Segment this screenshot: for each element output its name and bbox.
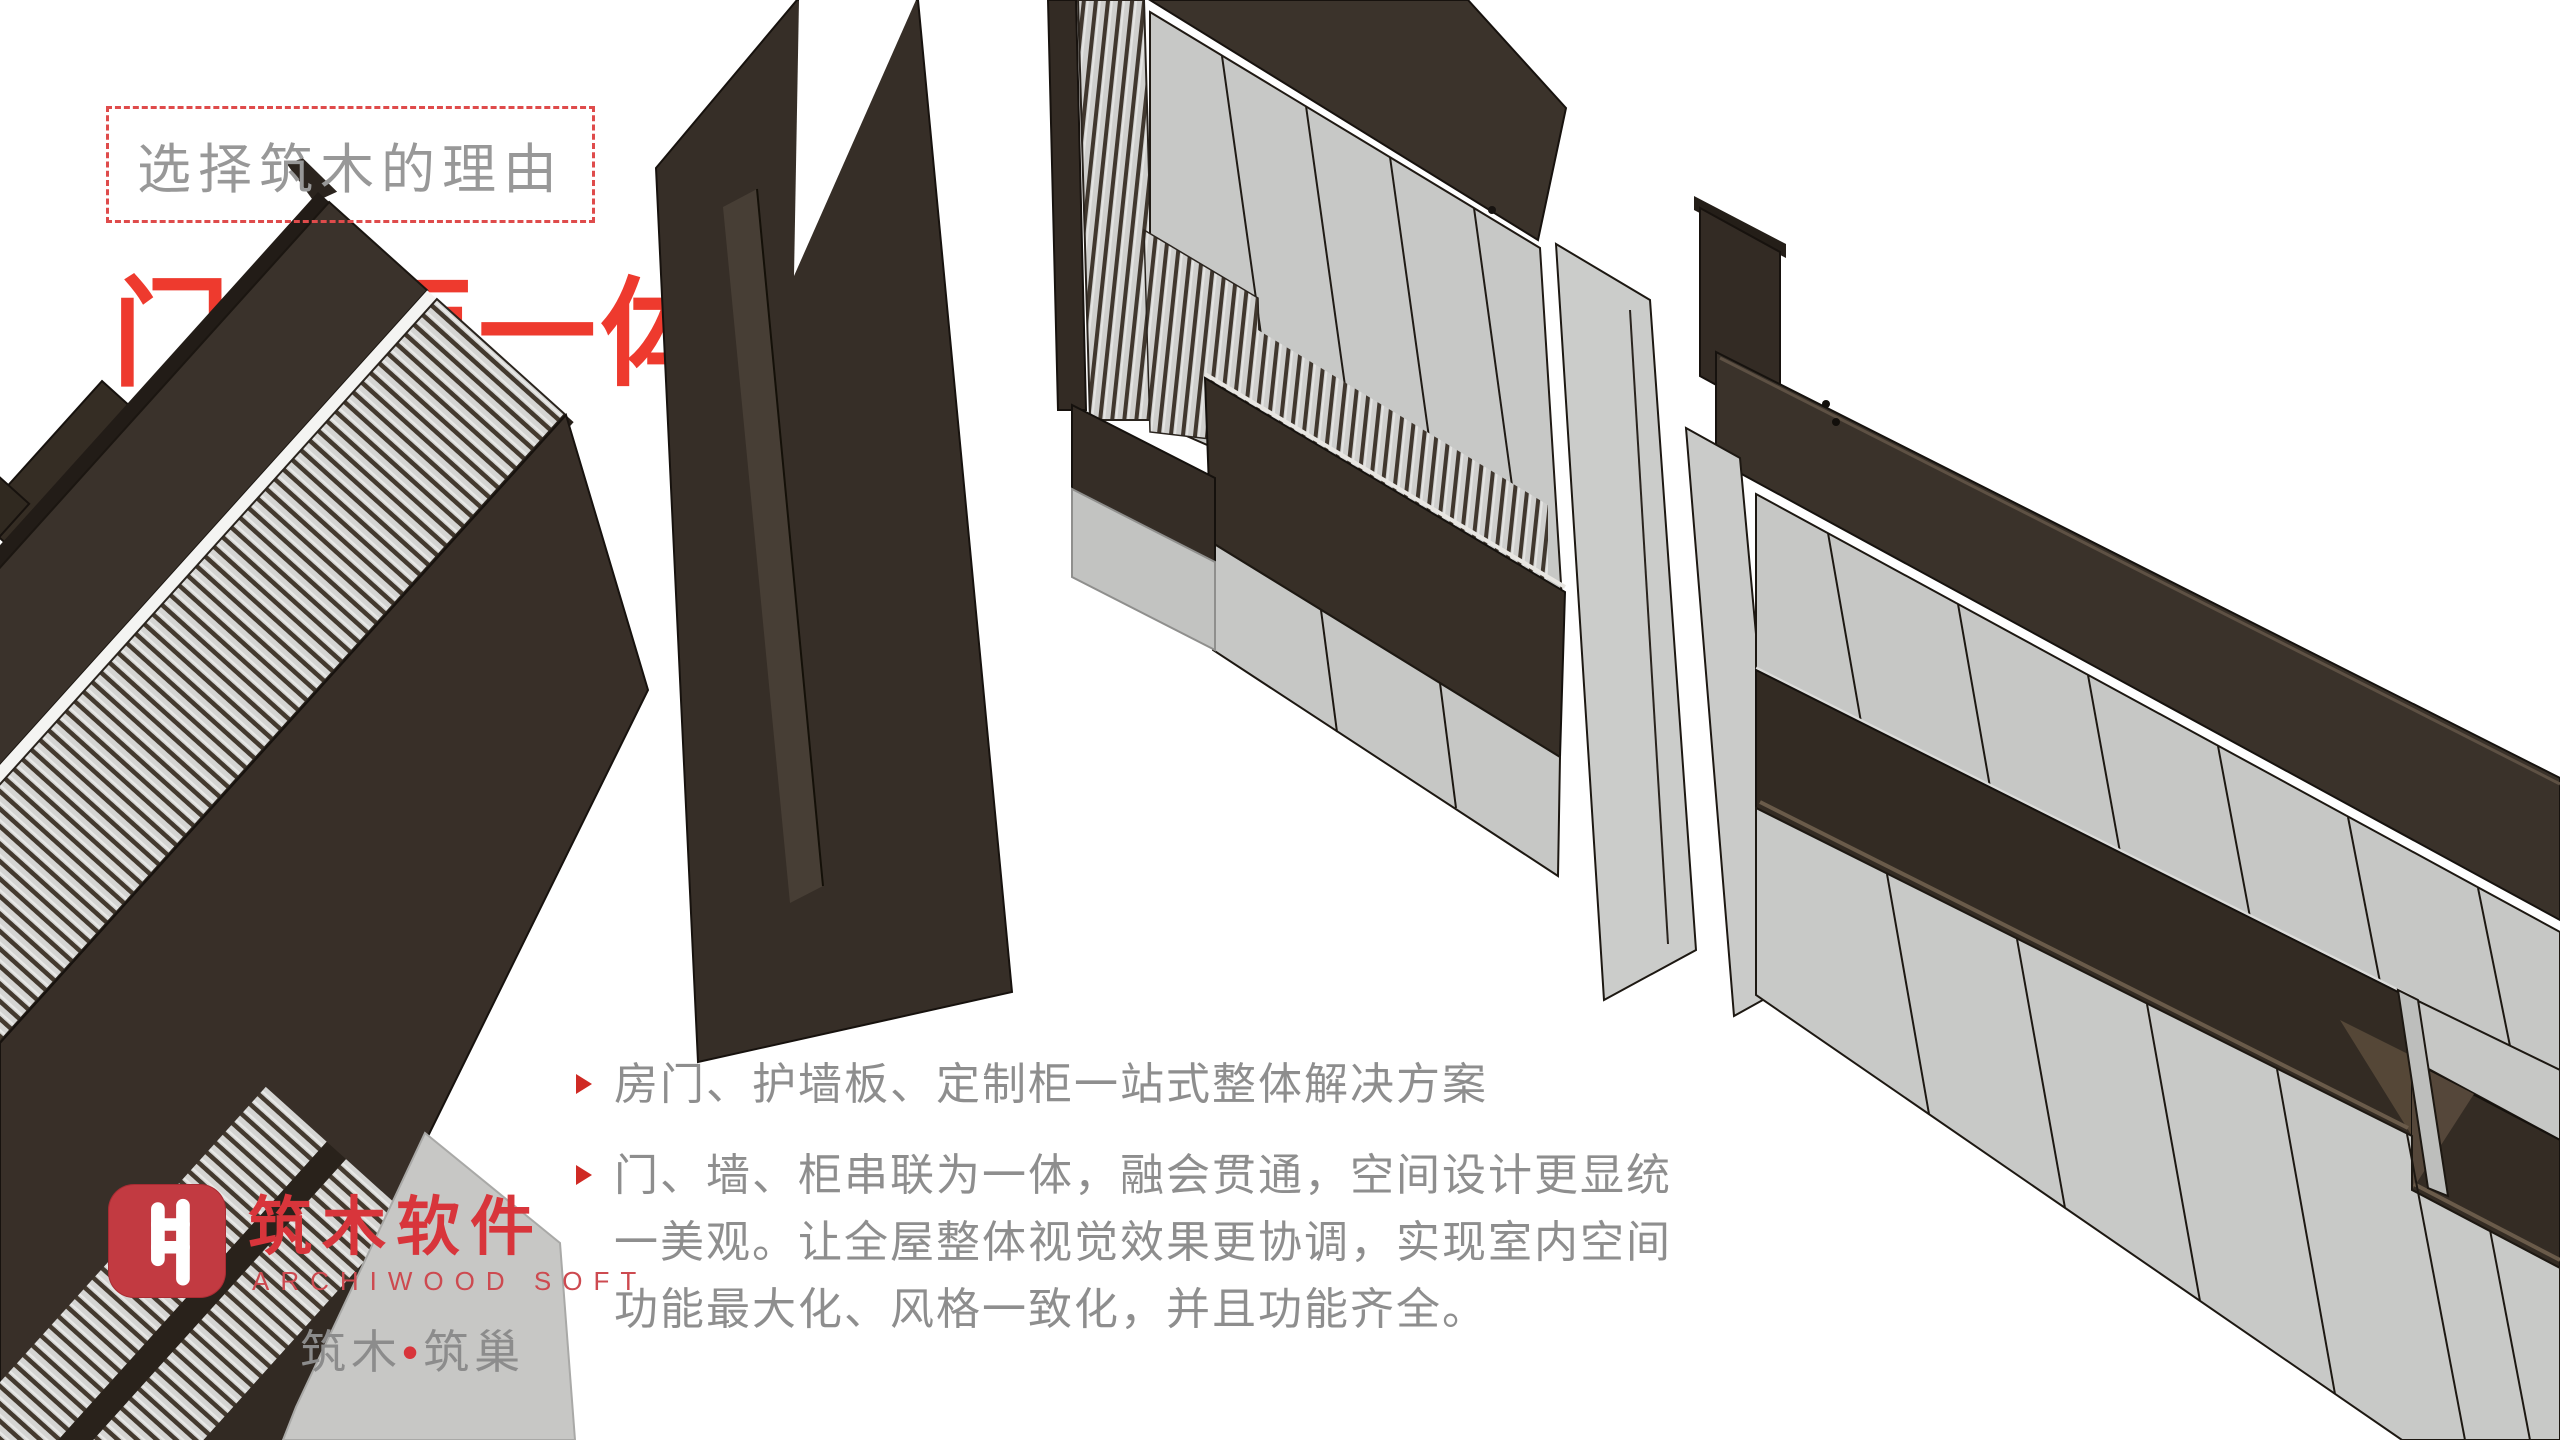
bullet-triangle-icon: [576, 1074, 592, 1094]
middle-unit-end-panel: [1554, 242, 1698, 1002]
middle-wall-unit: [1046, 0, 1698, 1002]
bullet-item: 房门、护墙板、定制柜一站式整体解决方案: [576, 1052, 1711, 1119]
eyebrow-dashed-box: 选择筑木的理由: [106, 106, 595, 223]
floor-platform: [281, 1131, 577, 1440]
logo-tagline: 筑木•筑巢: [300, 1316, 525, 1382]
bullet-text: 门、墙、柜串联为一体，融会贯通，空间设计更显统一美观。让全屋整体视觉效果更协调，…: [614, 1150, 1672, 1334]
wardrobe-lower-doors: [1755, 806, 2560, 1440]
tagline-left: 筑木: [300, 1326, 402, 1378]
bullet-triangle-icon: [576, 1164, 592, 1185]
door-frame-column: [654, 0, 1014, 1064]
left-wall-panel-assembly: [0, 158, 650, 1440]
archiwood-logo-icon: [108, 1184, 226, 1298]
wardrobe-upper-doors: [1755, 492, 2560, 1074]
bullet-text: 房门、护墙板、定制柜一站式整体解决方案: [614, 1060, 1488, 1109]
tagline-dot-icon: •: [402, 1326, 424, 1378]
bullet-item: 门、墙、柜串联为一体，融会贯通，空间设计更显统一美观。让全屋整体视觉效果更协调，…: [576, 1143, 1711, 1344]
right-wardrobe: [1684, 196, 2560, 1440]
eyebrow-text: 选择筑木的理由: [137, 140, 564, 200]
logo-glyph: [151, 1198, 190, 1286]
tagline-right: 筑巢: [423, 1326, 526, 1378]
bullet-list: 房门、护墙板、定制柜一站式整体解决方案 门、墙、柜串联为一体，融会贯通，空间设计…: [576, 1052, 1711, 1344]
logo-name-en: ARCHIWOOD SOFT: [252, 1266, 648, 1296]
wardrobe-cornice: [1715, 350, 2560, 922]
logo-name-cn: 筑木软件: [248, 1191, 544, 1263]
